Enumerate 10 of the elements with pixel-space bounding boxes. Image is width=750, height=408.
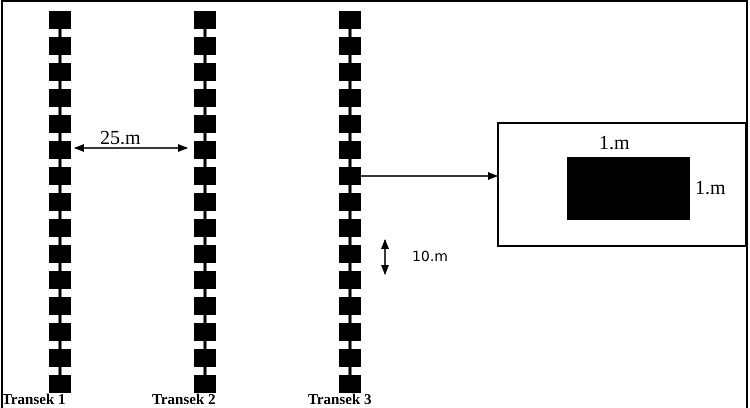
transect-label: Transek 2 bbox=[152, 393, 216, 408]
dimension-label: 25.m bbox=[100, 128, 141, 148]
dimension-label: 1.m bbox=[599, 133, 630, 153]
dimension-label: 1.m bbox=[695, 178, 726, 198]
arrow bbox=[361, 172, 498, 180]
transect-label: Transek 1 bbox=[2, 393, 66, 408]
transect-label: Transek 3 bbox=[308, 393, 372, 408]
enlarged-plot-panel bbox=[497, 122, 747, 247]
dimension-label: 10.m bbox=[412, 250, 448, 264]
plot-square bbox=[339, 167, 361, 185]
